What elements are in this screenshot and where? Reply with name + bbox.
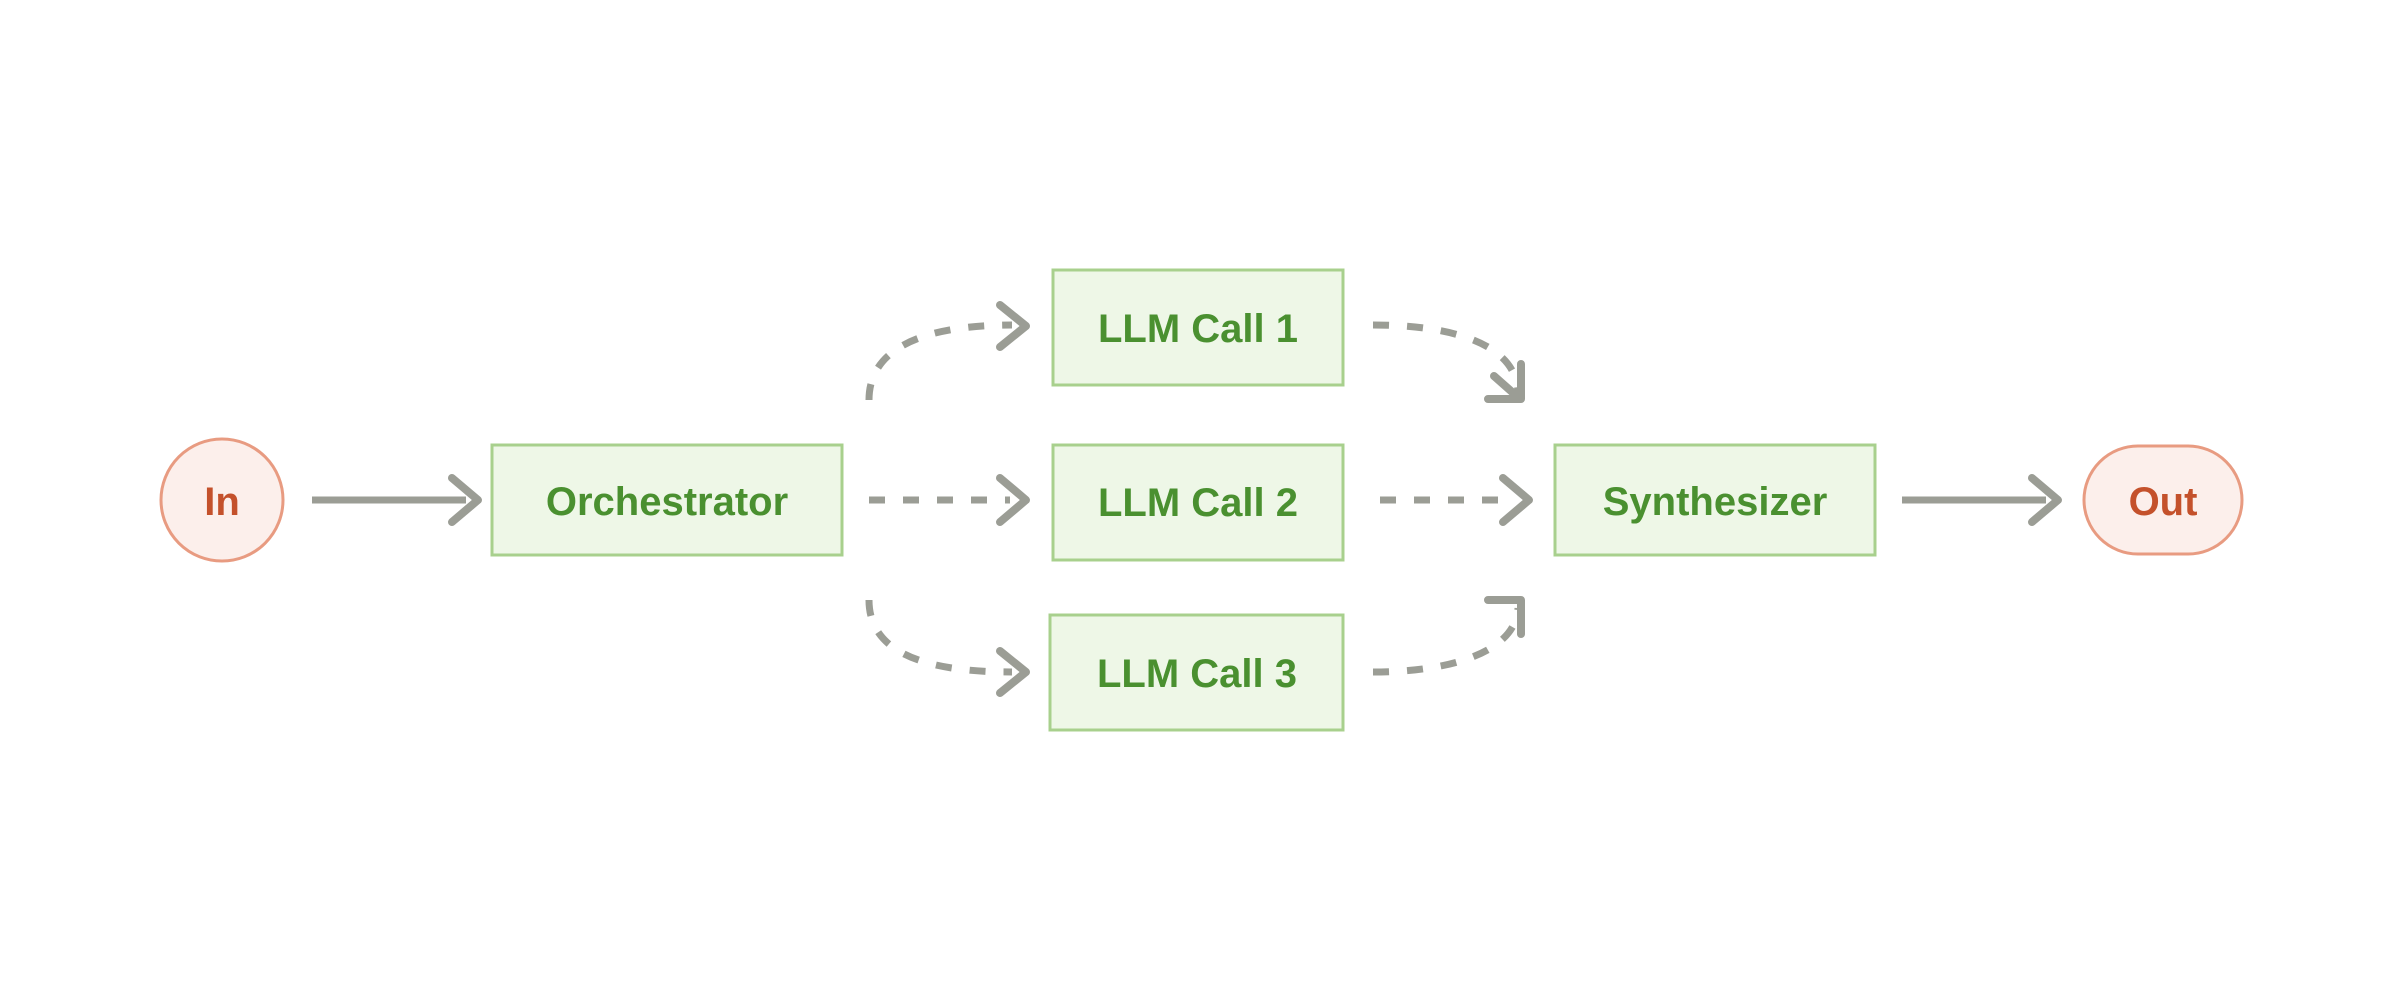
node-llm-call-2[interactable]: LLM Call 2 [1051,443,1345,562]
node-llm-call-1[interactable]: LLM Call 1 [1051,268,1345,387]
node-out[interactable]: Out [2082,444,2244,556]
out-shape[interactable] [2082,444,2244,556]
llm-call-1-shape[interactable] [1051,268,1345,387]
out-label: Out [2129,480,2198,524]
arrowhead-chevron-right [1499,474,1533,526]
synthesizer-label: Synthesizer [1603,480,1828,524]
arrowhead-chevron-right [2028,474,2062,526]
edge-line [1372,607,1522,676]
edge-orchestrator-to-llm3 [865,599,1030,697]
arrowhead-chevron-down-right [996,647,1030,697]
orchestrator-label: Orchestrator [546,480,788,524]
node-orchestrator[interactable]: Orchestrator [490,443,844,557]
node-llm-call-3[interactable]: LLM Call 3 [1048,613,1345,732]
llm-call-2-label: LLM Call 2 [1098,481,1298,525]
edge-llm3-to-synthesizer [1372,596,1525,676]
llm-call-3-label: LLM Call 3 [1097,652,1297,696]
llm-call-2-shape[interactable] [1051,443,1345,562]
edge-synthesizer-to-out [1902,474,2062,526]
edge-llm2-to-synthesizer [1380,474,1533,526]
arrowhead-chevron-right [448,474,482,526]
node-in[interactable]: In [159,437,285,563]
edge-llm1-to-synthesizer [1372,321,1525,403]
arrowhead-chevron-up-right [996,301,1030,351]
edge-orchestrator-to-llm2 [869,474,1030,526]
arrowhead-corner-down-right-stem [1484,360,1525,403]
in-label: In [204,480,240,524]
edge-line [865,599,1013,676]
edge-in-to-orchestrator [312,474,482,526]
orchestrator-shape[interactable] [490,443,844,557]
synthesizer-shape[interactable] [1553,443,1877,557]
arrowhead-corner-up-right [1484,596,1525,638]
node-synthesizer[interactable]: Synthesizer [1553,443,1877,557]
edge-line [865,321,1013,401]
llm-call-1-label: LLM Call 1 [1098,307,1298,351]
arrowhead-chevron-right [996,474,1030,526]
in-shape[interactable] [159,437,285,563]
edge-line [1372,321,1522,393]
edge-orchestrator-to-llm1 [865,301,1030,401]
llm-call-3-shape[interactable] [1048,613,1345,732]
